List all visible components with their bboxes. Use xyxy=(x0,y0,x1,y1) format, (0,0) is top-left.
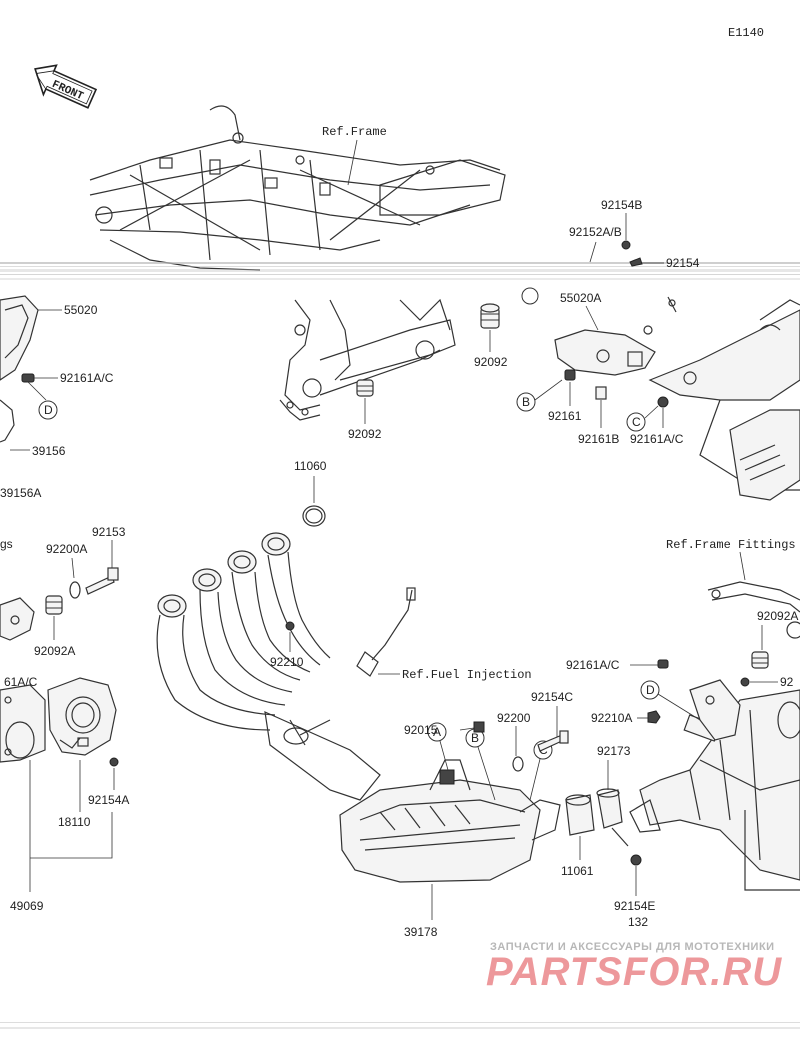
frame-fitting-bracket xyxy=(707,581,800,639)
callout-b-upper xyxy=(516,392,536,412)
label-49069: 49069 xyxy=(10,899,44,913)
label-92154: 92154 xyxy=(666,256,700,270)
front-arrow-icon: FRONT xyxy=(34,64,98,109)
nut-92015 xyxy=(473,721,485,733)
label-92092-lower: 92092 xyxy=(348,427,382,441)
callout-d-left-label: D xyxy=(44,403,53,417)
callout-a-lower xyxy=(427,722,447,742)
frame-drawing xyxy=(89,105,506,271)
label-92154e: 92154E xyxy=(614,899,655,913)
scan-noise-band xyxy=(0,262,800,280)
nut-92210a xyxy=(647,710,661,724)
callout-d-right xyxy=(640,680,660,700)
label-92154c: 92154C xyxy=(531,690,573,704)
scan-noise-bottom xyxy=(0,1022,800,1029)
bolt-92154a xyxy=(109,757,119,767)
label-39156: 39156 xyxy=(32,444,66,458)
heat-shield-18110 xyxy=(47,677,117,756)
label-92092-upper: 92092 xyxy=(474,355,508,369)
ref-frame-label: Ref.Frame xyxy=(322,125,387,139)
watermark-brand: PARTSFOR.RU xyxy=(486,950,782,994)
label-92161ac-right: 92161A/C xyxy=(630,432,684,446)
muffler-39178 xyxy=(339,759,561,883)
bolt-92154c xyxy=(537,730,569,752)
label-92161b: 92161B xyxy=(578,432,619,446)
label-92152ab: 92152A/B xyxy=(569,225,622,239)
tail-cowl xyxy=(648,299,800,501)
ref-fuel-injection-label: Ref.Fuel Injection xyxy=(402,668,532,682)
callout-c-upper-label: C xyxy=(632,415,641,429)
clamp-92173 xyxy=(596,788,629,847)
side-cover-55020a xyxy=(554,296,677,376)
muffler-bracket xyxy=(689,679,741,741)
label-92161: 92161 xyxy=(548,409,582,423)
grommet-92092-upper xyxy=(480,303,500,329)
grommet-92092a-right xyxy=(751,651,769,669)
label-92161ac-lower: 92161A/C xyxy=(566,658,620,672)
washer-92210-center xyxy=(285,621,295,631)
label-92153: 92153 xyxy=(92,525,126,539)
grommet-92161ac-lower xyxy=(657,659,669,669)
grommet-92092a-left xyxy=(45,595,63,615)
label-92154b: 92154B xyxy=(601,198,642,212)
label-92210-center: 92210 xyxy=(270,655,304,669)
clip-92154 xyxy=(629,257,643,267)
label-11060: 11060 xyxy=(294,459,327,473)
grommet-92092-lower xyxy=(356,379,374,397)
washer-92200 xyxy=(512,756,524,772)
side-cover-55020 xyxy=(0,295,39,443)
label-55020: 55020 xyxy=(64,303,98,317)
label-92-right-fragment: 92 xyxy=(780,675,794,689)
gasket-11061 xyxy=(565,794,595,836)
callout-d-left xyxy=(38,400,58,420)
callout-b-lower-label: B xyxy=(471,731,479,745)
label-92210a: 92210A xyxy=(591,711,632,725)
gasket-11060 xyxy=(302,505,326,527)
ref-frame-fittings-label: Ref.Frame Fittings xyxy=(666,538,796,552)
left-bracket xyxy=(0,597,35,641)
label-39178: 39178 xyxy=(404,925,438,939)
callout-d-right-label: D xyxy=(646,683,655,697)
grommet-92161 xyxy=(564,369,576,381)
grommet-92161ac-left xyxy=(21,373,35,383)
washer-92200a xyxy=(69,581,81,599)
callout-c-upper xyxy=(626,412,646,432)
label-55020a: 55020A xyxy=(560,291,601,305)
callout-b-upper-label: B xyxy=(522,395,530,409)
exhaust-header-pipes xyxy=(156,532,381,801)
label-92173: 92173 xyxy=(597,744,631,758)
label-92200: 92200 xyxy=(497,711,531,725)
label-18110: 18110 xyxy=(58,815,91,829)
nut-right-fragment xyxy=(740,677,750,687)
small-nut-center xyxy=(521,287,539,305)
label-39156a: 39156A xyxy=(0,486,41,500)
bolt-92154e xyxy=(630,854,642,866)
label-gs-fragment: gs xyxy=(0,537,13,551)
frame-lower-drawing xyxy=(279,298,456,421)
label-11061: 11061 xyxy=(561,864,594,878)
label-132: 132 xyxy=(628,915,648,929)
label-92015: 92015 xyxy=(404,723,438,737)
diagram-code: E1140 xyxy=(728,26,764,40)
watermark-tagline: ЗАПЧАСТИ И АКСЕССУАРЫ ДЛЯ МОТОТЕХНИКИ xyxy=(490,941,775,953)
label-92161ac-left: 92161A/C xyxy=(60,371,114,385)
label-92200a: 92200A xyxy=(46,542,87,556)
callout-a-lower-label: A xyxy=(433,725,441,739)
label-92092a-right: 92092A xyxy=(757,609,798,623)
o2-sensor xyxy=(356,587,416,677)
label-92092a-left: 92092A xyxy=(34,644,75,658)
bolt-92153 xyxy=(85,567,119,595)
label-92154a: 92154A xyxy=(88,793,129,807)
grommet-92161ac-right xyxy=(657,396,669,408)
bolt-92154b xyxy=(621,240,631,250)
pad-92161b xyxy=(595,386,607,400)
silencer-end-left xyxy=(0,684,46,763)
